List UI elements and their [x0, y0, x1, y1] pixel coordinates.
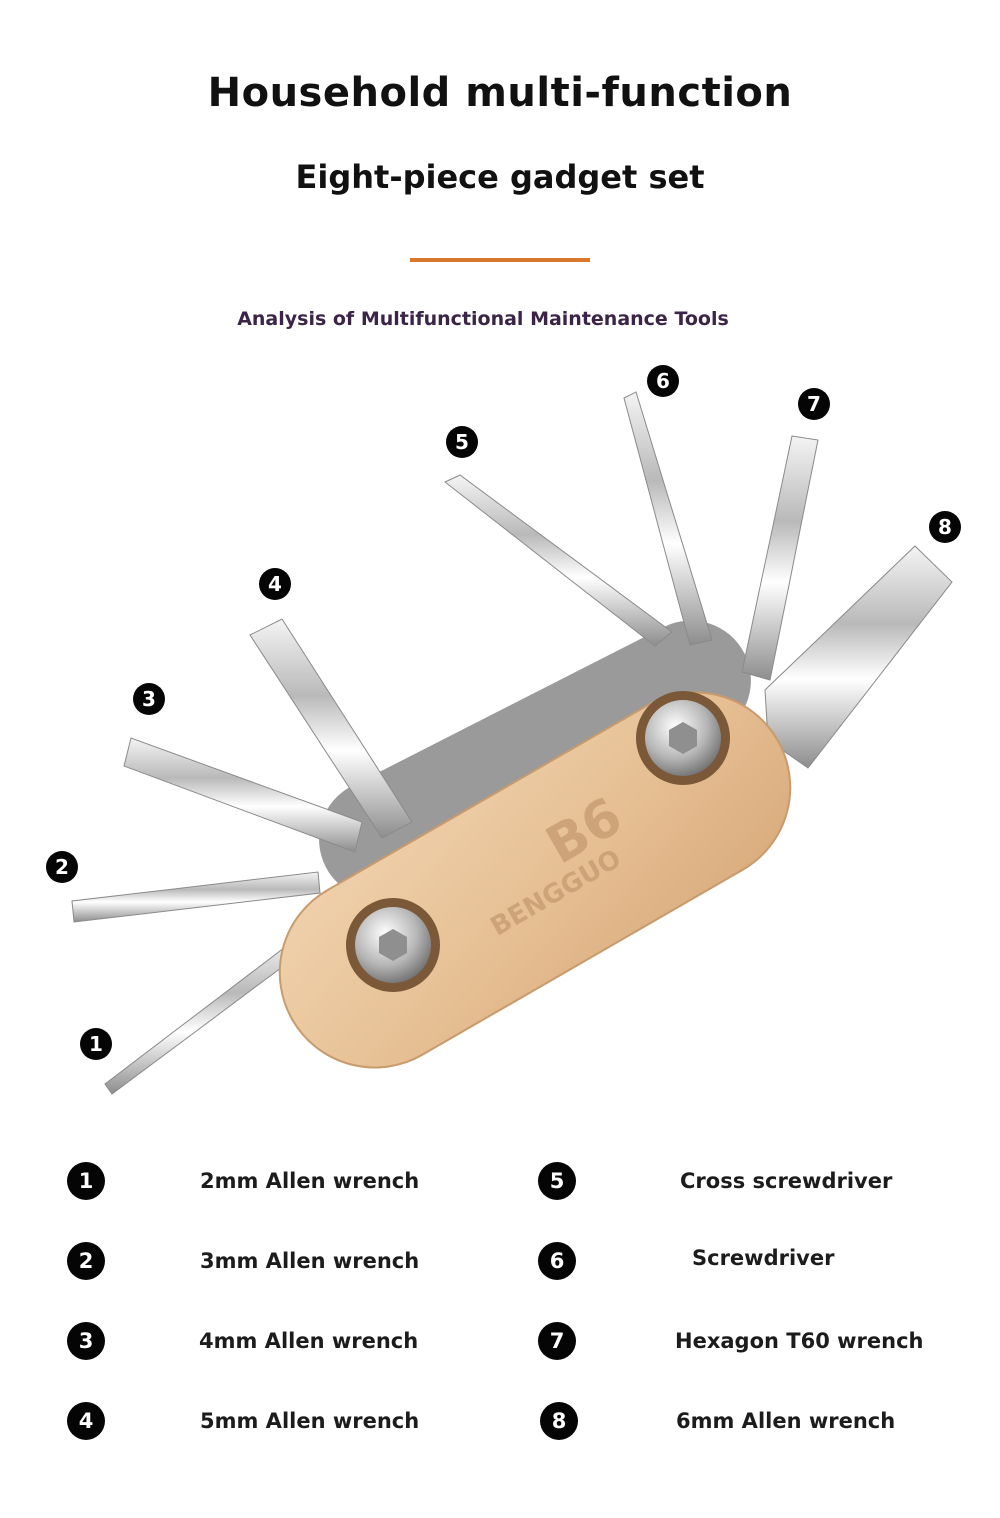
multitool-illustration: B6 BENGGUO 1 2 3 4 5 6 7 8 — [46, 365, 961, 1095]
legend-number-badge: 2 — [67, 1242, 105, 1280]
tool-bit-6 — [623, 391, 713, 646]
tool-bit-8 — [764, 545, 953, 769]
callout-7: 7 — [798, 388, 830, 420]
tool-bit-1 — [104, 937, 306, 1095]
legend-label: 4mm Allen wrench — [199, 1329, 419, 1353]
page-title: Household multi-function — [207, 70, 793, 116]
tool-bit-2 — [71, 871, 321, 923]
legend-label: Hexagon T60 wrench — [675, 1329, 924, 1353]
legend-number-badge: 7 — [538, 1322, 576, 1360]
legend-label: Screwdriver — [692, 1246, 835, 1270]
section-caption: Analysis of Multifunctional Maintenance … — [237, 308, 729, 330]
page-subtitle: Eight-piece gadget set — [295, 158, 705, 196]
svg-text:5: 5 — [455, 430, 469, 454]
svg-text:3: 3 — [142, 687, 156, 711]
legend-number-badge: 8 — [540, 1402, 578, 1440]
legend-number-badge: 5 — [538, 1162, 576, 1200]
accent-divider — [410, 258, 590, 262]
legend-label: 6mm Allen wrench — [676, 1409, 896, 1433]
tool-bit-7 — [741, 435, 819, 681]
legend-label: Cross screwdriver — [680, 1169, 893, 1193]
metal-side-plate — [319, 620, 751, 900]
svg-text:2: 2 — [55, 855, 69, 879]
legend-label: 5mm Allen wrench — [200, 1409, 420, 1433]
svg-text:1: 1 — [89, 1032, 103, 1056]
legend-label: 3mm Allen wrench — [200, 1249, 420, 1273]
callout-6: 6 — [647, 365, 679, 397]
svg-text:4: 4 — [268, 572, 282, 596]
tool-bit-5 — [444, 474, 673, 647]
legend-number-badge: 1 — [67, 1162, 105, 1200]
legend-number-badge: 6 — [538, 1242, 576, 1280]
svg-text:8: 8 — [938, 515, 952, 539]
callout-1: 1 — [80, 1028, 112, 1060]
callout-3: 3 — [133, 683, 165, 715]
legend-number-badge: 4 — [67, 1402, 105, 1440]
callout-2: 2 — [46, 851, 78, 883]
legend-number-badge: 3 — [67, 1322, 105, 1360]
tool-bit-3 — [123, 737, 363, 853]
bolt-lower — [346, 898, 440, 992]
svg-text:6: 6 — [656, 369, 670, 393]
tool-bit-4 — [249, 618, 413, 839]
svg-text:7: 7 — [807, 392, 821, 416]
legend-label: 2mm Allen wrench — [200, 1169, 420, 1193]
callout-8: 8 — [929, 511, 961, 543]
callout-4: 4 — [259, 568, 291, 600]
bolt-upper — [636, 691, 730, 785]
callout-5: 5 — [446, 426, 478, 458]
